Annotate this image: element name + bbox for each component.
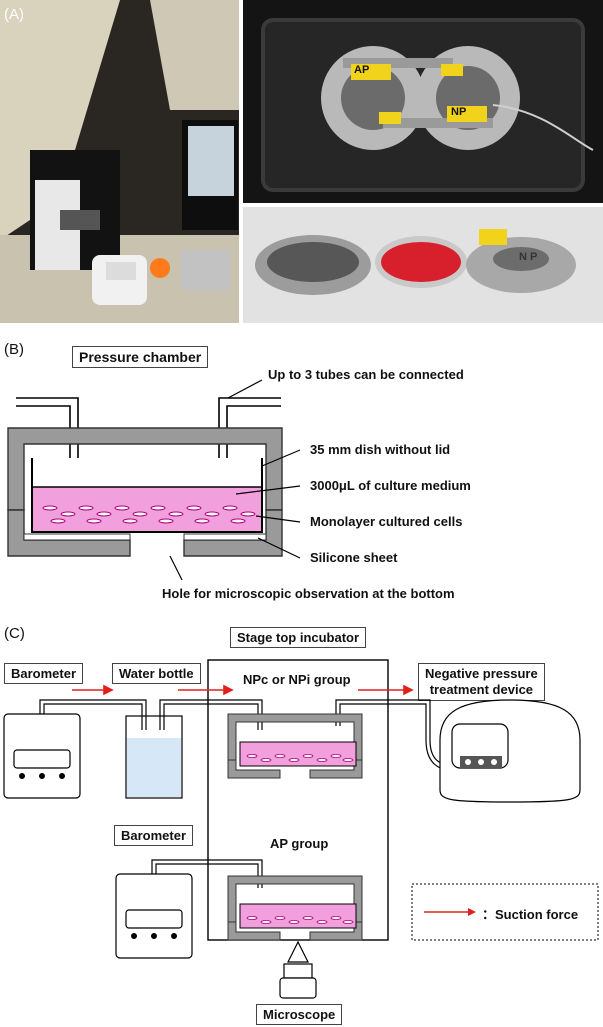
incubator-title: Stage top incubator: [230, 627, 367, 648]
callout-dish: 35 mm dish without lid: [310, 442, 451, 457]
panel-b-label: (B): [4, 341, 24, 358]
dish-chambers-drawing: [243, 0, 603, 203]
callout-medium: 3000μL of culture medium: [310, 478, 471, 493]
dish-chambers-photo: AP NP: [243, 0, 603, 203]
incubator-box: [207, 659, 389, 941]
dish-parts-photo: N P: [243, 207, 603, 323]
culture-dish: [31, 458, 263, 533]
microscope-setup-drawing: [0, 0, 239, 323]
silicone-sheet-left: [23, 533, 131, 541]
device-label-line2: treatment device: [429, 682, 534, 697]
water-bottle-label: Water bottle: [112, 663, 201, 684]
pressure-chamber-title: Pressure chamber: [72, 346, 209, 368]
microscope-label: Microscope: [256, 1004, 343, 1025]
microscope-setup-photo: (A): [0, 0, 239, 323]
np-ring-text: N P: [519, 251, 538, 263]
np-group-label: NPc or NPi group: [243, 672, 351, 687]
panel-c-label: (C): [4, 625, 25, 642]
barometer-bottom-label: Barometer: [114, 825, 194, 846]
callout-lines: [169, 379, 301, 581]
callout-tubes: Up to 3 tubes can be connected: [268, 367, 464, 382]
ap-chamber: [227, 875, 363, 941]
callout-hole: Hole for microscopic observation at the …: [162, 586, 455, 601]
dish-parts-drawing: [243, 207, 603, 323]
ap-group-label: AP group: [270, 836, 329, 851]
np-tag-text: NP: [451, 106, 467, 118]
monolayer-cells: [42, 505, 256, 524]
suction-arrows: [72, 684, 414, 696]
barometer-top-label: Barometer: [4, 663, 84, 684]
callout-cells: Monolayer cultured cells: [310, 514, 463, 529]
microscope-objective: [279, 940, 317, 999]
water-fill: [127, 738, 181, 797]
silicone-sheet-right: [183, 533, 267, 541]
device-label-line1: Negative pressure: [425, 666, 538, 681]
ap-tag-text: AP: [354, 64, 370, 76]
negative-pressure-device: [439, 699, 581, 803]
device-label: Negative pressure treatment device: [418, 663, 545, 701]
legend-text: ：Suction force: [482, 907, 579, 922]
panel-a-label: (A): [4, 6, 24, 23]
callout-silicone: Silicone sheet: [310, 550, 398, 565]
np-chamber: [227, 713, 363, 779]
